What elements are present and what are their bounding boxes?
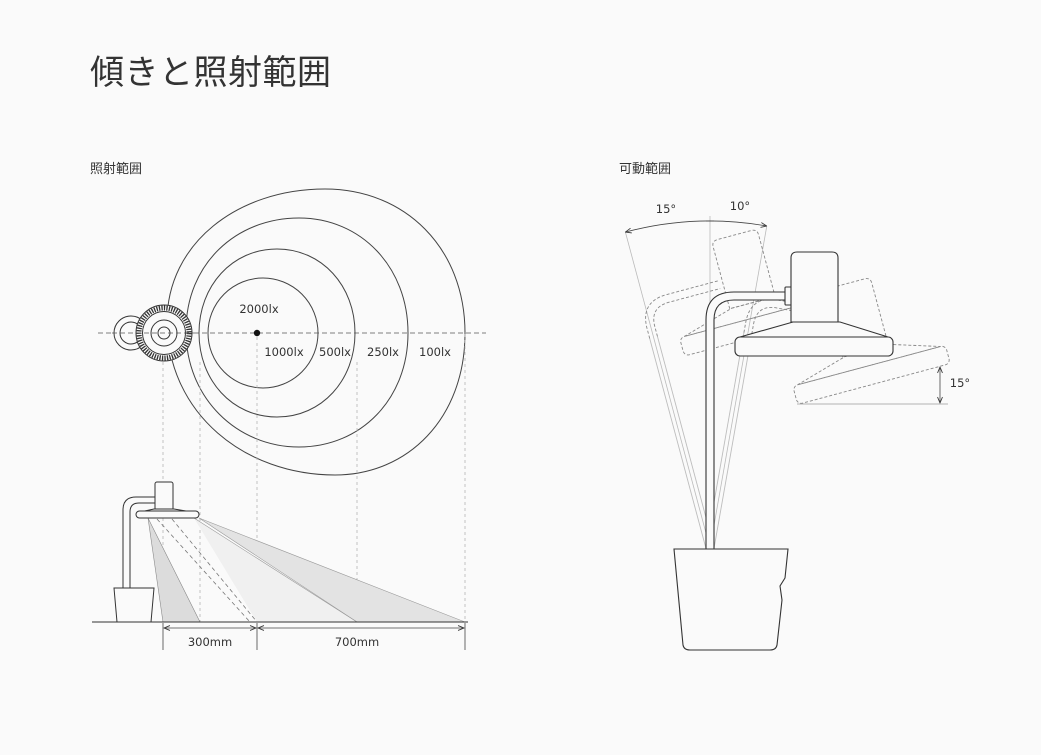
- lamp-front-view: [673, 251, 894, 651]
- ghost-right-stem-inner: [713, 333, 753, 549]
- lamp-pot: [673, 548, 789, 651]
- illumination-range-heading: 照射範囲: [90, 162, 143, 177]
- lux-label-1000: 1000lx: [264, 345, 303, 359]
- ghost-right-arm-inner: [751, 306, 829, 335]
- lamp-side-shade-plate: [135, 510, 200, 519]
- lamp-side-neck: [154, 481, 174, 511]
- movable-range-heading: 可動範囲: [619, 162, 672, 177]
- lamp-shade-plate: [734, 336, 894, 357]
- lux-label-100: 100lx: [419, 345, 451, 359]
- lamp-ghost-tilt-left: [645, 229, 837, 550]
- light-cone-near: [147, 517, 201, 623]
- page-title: 傾きと照射範囲: [90, 53, 332, 93]
- isolux-contour-outer: [166, 188, 466, 476]
- ghost-left-stem-outer: [649, 338, 707, 550]
- lux-label-250: 250lx: [367, 345, 399, 359]
- tilt-guide-right: [709, 225, 768, 549]
- isolux-contour-third: [185, 217, 409, 448]
- distance-label-far: 700mm: [335, 635, 379, 649]
- tilt-angle-arc: [625, 220, 766, 232]
- lux-label-2000: 2000lx: [239, 302, 278, 316]
- lux-label-500: 500lx: [319, 345, 351, 359]
- arm-tilt-left-label: 15°: [656, 202, 676, 216]
- arm-tilt-right-label: 10°: [730, 199, 750, 213]
- light-ray-mid-edge: [193, 517, 358, 623]
- tilt-guide-left: [625, 231, 711, 549]
- distance-dimensions: [162, 623, 466, 650]
- ghost-head-shade-plate: [793, 345, 950, 404]
- lamp-neck: [790, 251, 839, 323]
- lamp-side-view: [113, 481, 200, 623]
- lamp-shade-flare: [739, 321, 889, 338]
- distance-label-near: 300mm: [188, 635, 232, 649]
- ghost-left-stem-inner: [657, 336, 715, 548]
- ghost-left-neck: [712, 229, 776, 310]
- light-ray-dashed-2: [171, 518, 258, 623]
- ghost-left-arm-outer: [645, 280, 719, 339]
- tilt-guide-lines: [625, 216, 768, 549]
- light-center-dot: [253, 329, 261, 337]
- lamp-side-pot: [113, 587, 155, 623]
- head-tilt-label: 15°: [950, 376, 970, 390]
- light-cones-side-view: [147, 517, 466, 623]
- light-ray-dashed-1: [156, 518, 251, 623]
- ghost-left-arm-inner: [653, 288, 721, 337]
- isolux-contours: [166, 188, 466, 476]
